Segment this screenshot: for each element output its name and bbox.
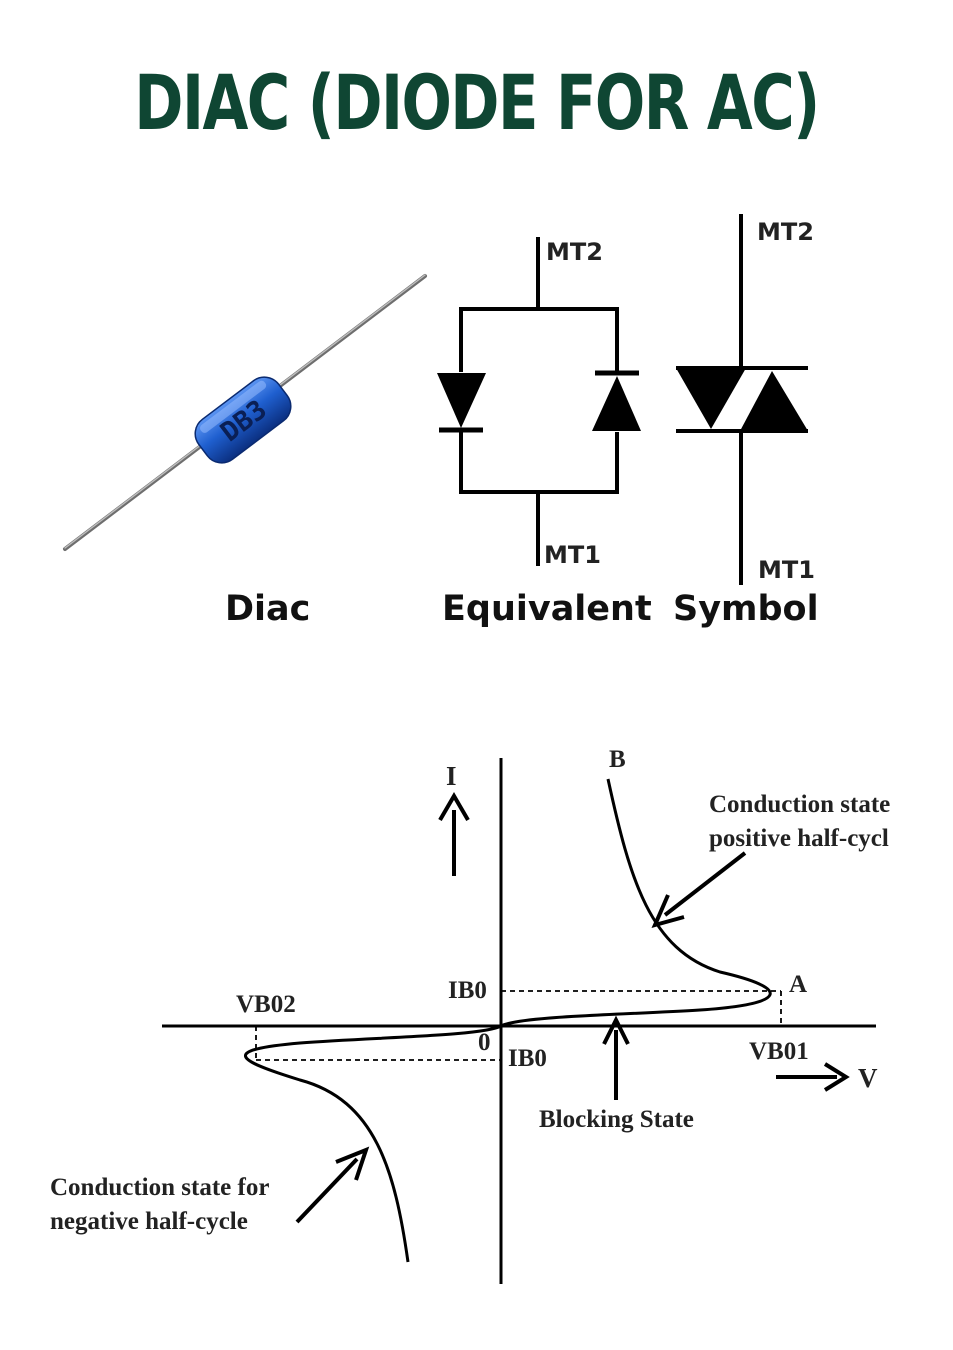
current-arrow-icon — [438, 792, 470, 876]
vb01-label: VB01 — [749, 1038, 809, 1065]
point-a-label: A — [789, 971, 808, 998]
equivalent-mt2-label: MT2 — [546, 238, 603, 266]
vb02-label: VB02 — [236, 991, 296, 1018]
origin-label: 0 — [478, 1029, 491, 1056]
symbol-triangle-up-icon — [740, 371, 808, 431]
graph-axes — [162, 758, 876, 1284]
symbol-triangle-down-icon — [676, 368, 746, 429]
x-axis-label: V — [858, 1063, 878, 1093]
page-title: DIAC (DIODE FOR AC) — [134, 58, 820, 147]
ib0-negative-label: IB0 — [508, 1045, 547, 1072]
ib0-positive-label: IB0 — [448, 977, 487, 1004]
negative-conduction-pointer-icon — [295, 1146, 370, 1224]
negative-annotation-line1: Conduction state for — [50, 1174, 270, 1201]
diode-up-icon — [592, 370, 641, 431]
positive-annotation-line1: Conduction state — [709, 791, 891, 818]
diode-down-icon — [437, 373, 486, 433]
equivalent-mt1-label: MT1 — [544, 541, 601, 569]
symbol-mt2-label: MT2 — [757, 218, 814, 246]
positive-conduction-pointer-icon — [651, 851, 747, 929]
diac-caption: Diac — [225, 589, 311, 629]
blocking-pointer-icon — [602, 1015, 630, 1100]
negative-annotation-line2: negative half-cycle — [50, 1208, 248, 1235]
symbol-caption: Symbol — [673, 589, 819, 629]
equivalent-circuit-wires — [459, 237, 619, 566]
voltage-arrow-icon — [776, 1062, 850, 1092]
point-b-label: B — [609, 746, 626, 773]
characteristic-curve — [244, 778, 772, 1263]
symbol-mt1-label: MT1 — [758, 556, 815, 584]
y-axis-label: I — [446, 761, 457, 791]
blocking-state-label: Blocking State — [539, 1106, 694, 1133]
positive-annotation-line2: positive half-cycl — [709, 825, 889, 852]
equivalent-caption: Equivalent — [442, 589, 652, 629]
reference-dashed-lines — [255, 990, 782, 1061]
